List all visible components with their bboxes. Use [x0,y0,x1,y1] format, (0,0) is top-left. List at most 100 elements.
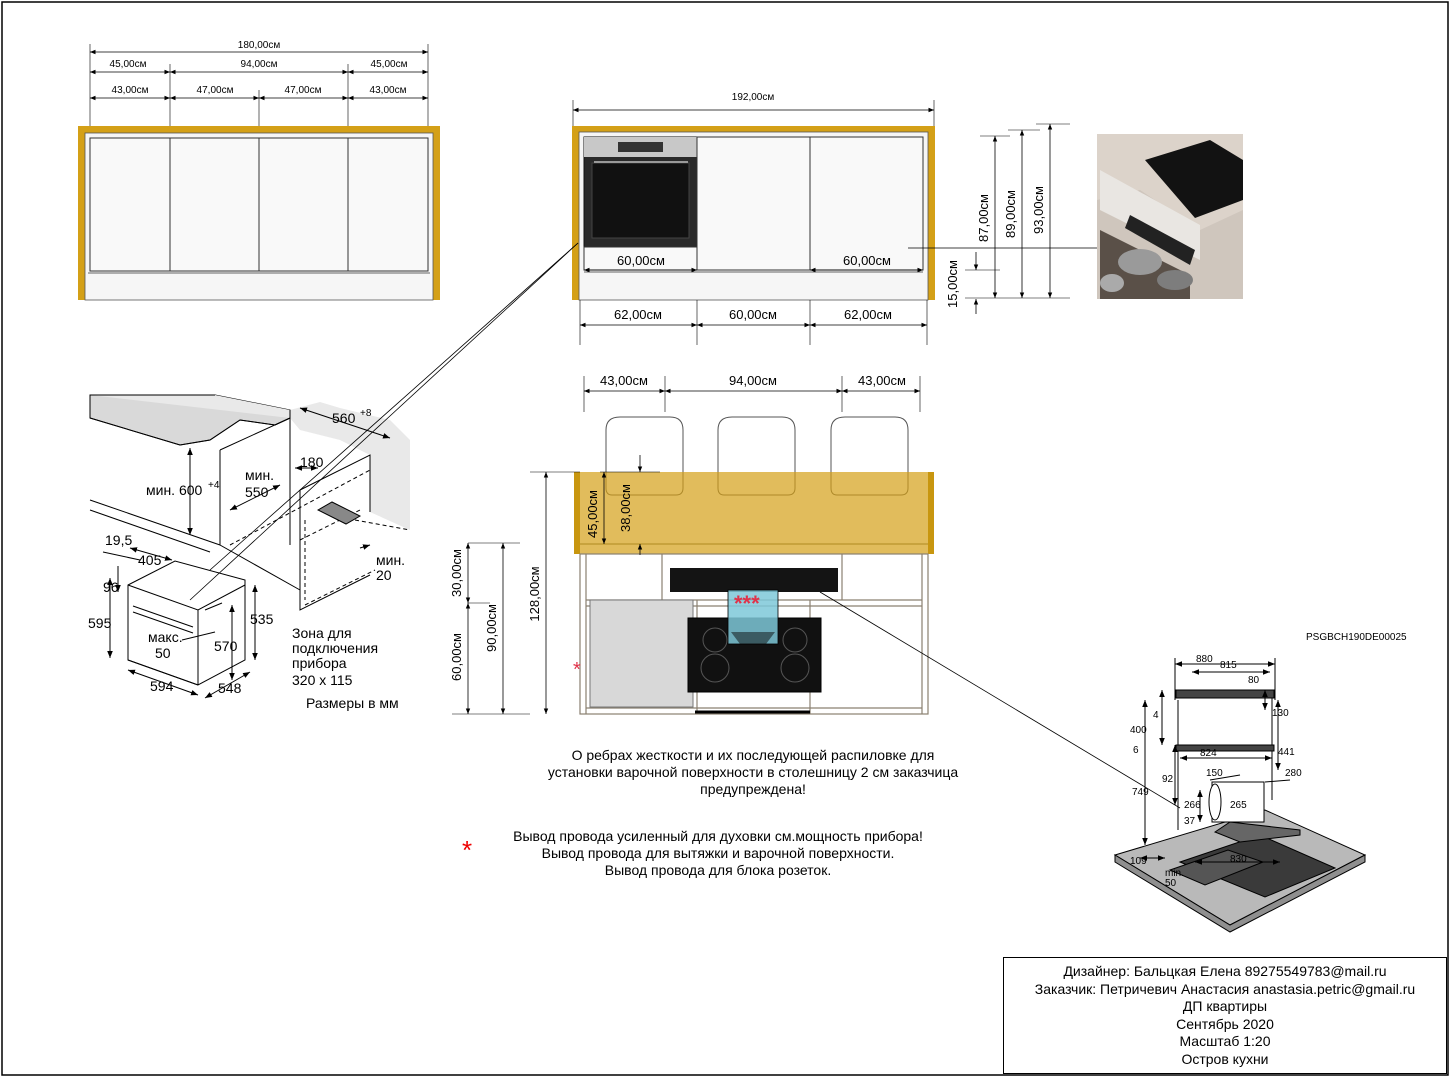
back-view: 192,00см 60,00см 60,00см 62,00см 60,00см… [572,92,1115,345]
svg-text:441: 441 [1278,747,1295,758]
note-ribs-line-2: установки варочной поверхности в столешн… [547,764,959,780]
back-drawer-width: 60,00см [843,253,891,268]
svg-text:570: 570 [214,638,238,654]
back-height-93: 93,00см [1031,186,1046,234]
back-bottom-dim-2: 60,00см [729,307,777,322]
note-wiring-line-1: Вывод провода усиленный для духовки см.м… [513,828,923,844]
section-height-30: 30,00см [449,549,464,597]
front-row2-dim-1: 43,00см [112,85,149,96]
stamp-scale: Масштаб 1:20 [1179,1033,1271,1050]
svg-text:4: 4 [1153,710,1159,721]
section-height-60: 60,00см [449,633,464,681]
stamp-designer: Дизайнер: Бальцкая Елена 89275549783@mai… [1063,963,1387,979]
svg-text:280: 280 [1285,768,1302,779]
svg-text:109: 109 [1130,856,1147,867]
section-stars: *** [734,591,760,616]
stamp-client: Заказчик: Петричевич Анастасия anastasia… [1034,980,1416,997]
svg-text:594: 594 [150,678,174,694]
svg-text:92: 92 [1162,774,1174,785]
svg-text:прибора: прибора [292,655,347,671]
svg-text:880: 880 [1196,654,1213,665]
note-ribs-line-3: предупреждена! [700,781,806,797]
section-overhang-45: 45,00см [585,490,600,538]
note-wiring: Вывод провода усиленный для духовки см.м… [488,828,948,879]
title-block: Дизайнер: Бальцкая Елена 89275549783@mai… [1003,957,1447,1074]
hood-model: PSGBCH190DE00025 [1306,632,1407,643]
back-plinth-height: 15,00см [945,260,960,308]
svg-text:180: 180 [300,454,324,470]
section-height-128: 128,00см [527,566,542,621]
front-row2-dim-4: 43,00см [370,85,407,96]
svg-text:37: 37 [1184,816,1196,827]
section-top-dim-1: 43,00см [600,373,648,388]
kitchen-photo [1097,134,1243,299]
svg-text:749: 749 [1132,787,1149,798]
svg-text:+4: +4 [208,480,220,491]
svg-text:80: 80 [1248,675,1260,686]
svg-text:+8: +8 [360,408,372,419]
section-overhang-38: 38,00см [618,484,633,532]
svg-text:мин. 600: мин. 600 [146,482,203,498]
note-ribs-line-1: О ребрах жесткости и их последующей расп… [571,747,935,763]
svg-text:535: 535 [250,611,274,627]
svg-text:96: 96 [103,579,119,595]
front-row2-dim-2: 47,00см [197,85,234,96]
svg-text:560: 560 [332,410,356,426]
back-bottom-dim-3: 62,00см [844,307,892,322]
stamp-title: Остров кухни [1181,1050,1269,1067]
section-height-90: 90,00см [484,604,499,652]
front-row1-dim-1: 45,00см [110,59,147,70]
back-height-89: 89,00см [1003,190,1018,238]
svg-text:150: 150 [1206,768,1223,779]
svg-text:320 x 115: 320 x 115 [292,672,353,688]
front-row1-dim-2: 94,00см [241,59,278,70]
svg-text:6: 6 [1133,745,1139,756]
svg-text:824: 824 [1200,748,1217,759]
stamp-date: Сентябрь 2020 [1176,1015,1274,1032]
island-section-view: 43,00см 94,00см 43,00см [449,373,1181,809]
back-bottom-dim-1: 62,00см [614,307,662,322]
svg-text:405: 405 [138,552,162,568]
svg-text:мин.: мин. [245,467,274,483]
svg-text:макс.: макс. [148,629,183,645]
svg-text:20: 20 [376,567,392,583]
svg-text:130: 130 [1272,708,1289,719]
svg-text:мин.: мин. [376,552,405,568]
section-top-dim-2: 94,00см [729,373,777,388]
note-star: * [462,835,473,865]
note-wiring-line-2: Вывод провода для вытяжки и варочной пов… [541,845,895,861]
front-row2-dim-3: 47,00см [285,85,322,96]
svg-text:19,5: 19,5 [105,532,132,548]
svg-text:подключения: подключения [292,640,378,656]
front-view: 180,00см 45,00см 94,00см 45,00см 43,00см… [78,40,440,301]
front-row1-dim-3: 45,00см [371,59,408,70]
svg-text:830: 830 [1230,854,1247,865]
note-ribs: О ребрах жесткости и их последующей расп… [520,747,986,798]
back-oven-width: 60,00см [617,253,665,268]
stamp-project: ДП квартиры [1182,998,1268,1015]
note-wiring-line-3: Вывод провода для блока розеток. [604,862,832,878]
back-height-87: 87,00см [976,194,991,242]
svg-text:266: 266 [1184,800,1201,811]
svg-text:Размеры в мм: Размеры в мм [306,695,399,711]
svg-text:265: 265 [1230,800,1247,811]
hood-spec-labels: PSGBCH190DE00025 880 815 80 4 400 130 6 … [1130,632,1407,889]
section-top-dim-3: 43,00см [858,373,906,388]
svg-text:550: 550 [245,484,269,500]
svg-text:50: 50 [1165,878,1177,889]
oven-spec-diagram [89,242,579,699]
back-overall-width: 192,00см [732,92,775,103]
oven-spec-labels: 560 +8 180 мин. 600 +4 мин. 550 19,5 405… [88,408,405,711]
svg-text:815: 815 [1220,660,1237,671]
svg-text:595: 595 [88,615,112,631]
hood-spec-diagram [1113,658,1367,933]
front-overall-width: 180,00см [238,40,281,51]
svg-text:50: 50 [155,645,171,661]
svg-text:548: 548 [218,680,242,696]
svg-text:Зона для: Зона для [292,625,352,641]
section-single-star: * [573,659,581,681]
svg-text:min.: min. [1165,868,1184,879]
svg-text:400: 400 [1130,725,1147,736]
